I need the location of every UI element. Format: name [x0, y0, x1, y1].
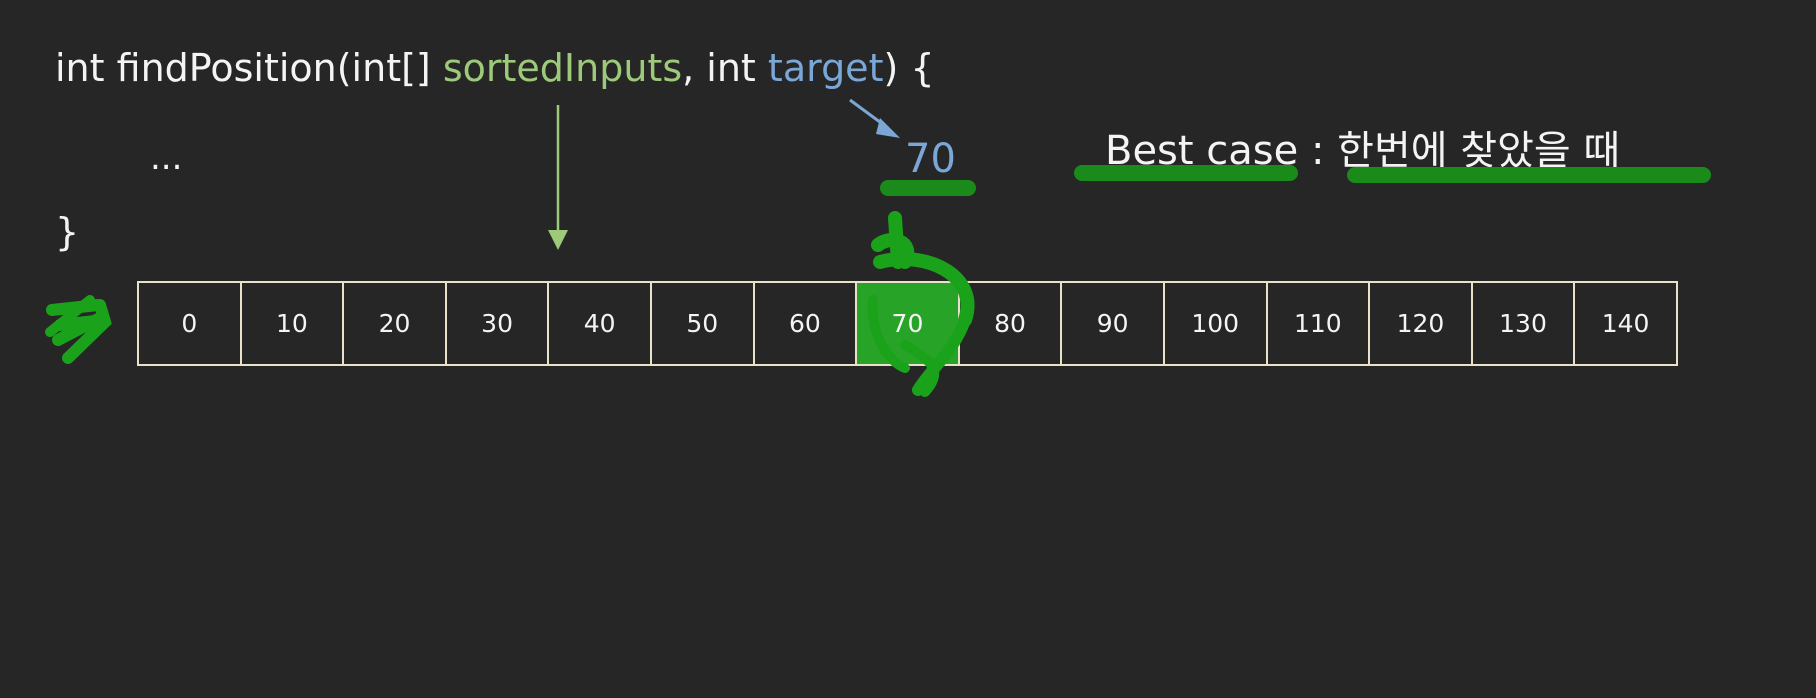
array-cell: 40: [549, 281, 652, 366]
best-case-caption: Best case : 한번에 찾았을 때: [1105, 118, 1620, 176]
function-signature: int findPosition(int[] sortedInputs, int…: [55, 46, 935, 90]
array-cell: 60: [754, 281, 858, 366]
target-arrow-icon: [849, 98, 900, 138]
param-target: target: [767, 46, 884, 90]
keyword-int: int: [55, 46, 105, 90]
array-cell: 90: [1062, 281, 1165, 366]
array-cell: 20: [344, 281, 447, 366]
array-cell: 100: [1164, 281, 1268, 366]
signature-tail: ) {: [883, 46, 935, 90]
array-cell: 50: [651, 281, 755, 366]
best-case-separator: :: [1310, 128, 1325, 174]
array-cell-found: 70: [857, 281, 960, 366]
best-case-description: 한번에 찾았을 때: [1337, 128, 1621, 174]
code-ellipsis: ...: [150, 138, 183, 178]
param-sorted-inputs: sortedInputs: [442, 46, 683, 90]
array-cell: 140: [1575, 281, 1678, 366]
sorted-inputs-arrow-icon: [548, 105, 568, 250]
best-case-label: Best case: [1105, 128, 1299, 174]
array-cell: 30: [446, 281, 550, 366]
target-value-label: 70: [905, 136, 956, 182]
array-cell: 10: [241, 281, 345, 366]
array-cell: 0: [139, 281, 242, 366]
array-cell: 120: [1370, 281, 1473, 366]
param-separator: , int: [682, 46, 756, 90]
array-cell: 110: [1267, 281, 1371, 366]
array-cell: 130: [1472, 281, 1576, 366]
closing-brace: }: [55, 210, 80, 254]
function-name: findPosition(int[]: [116, 46, 431, 90]
start-pointer-scribble-icon: [45, 295, 112, 364]
array-cell: 80: [959, 281, 1063, 366]
